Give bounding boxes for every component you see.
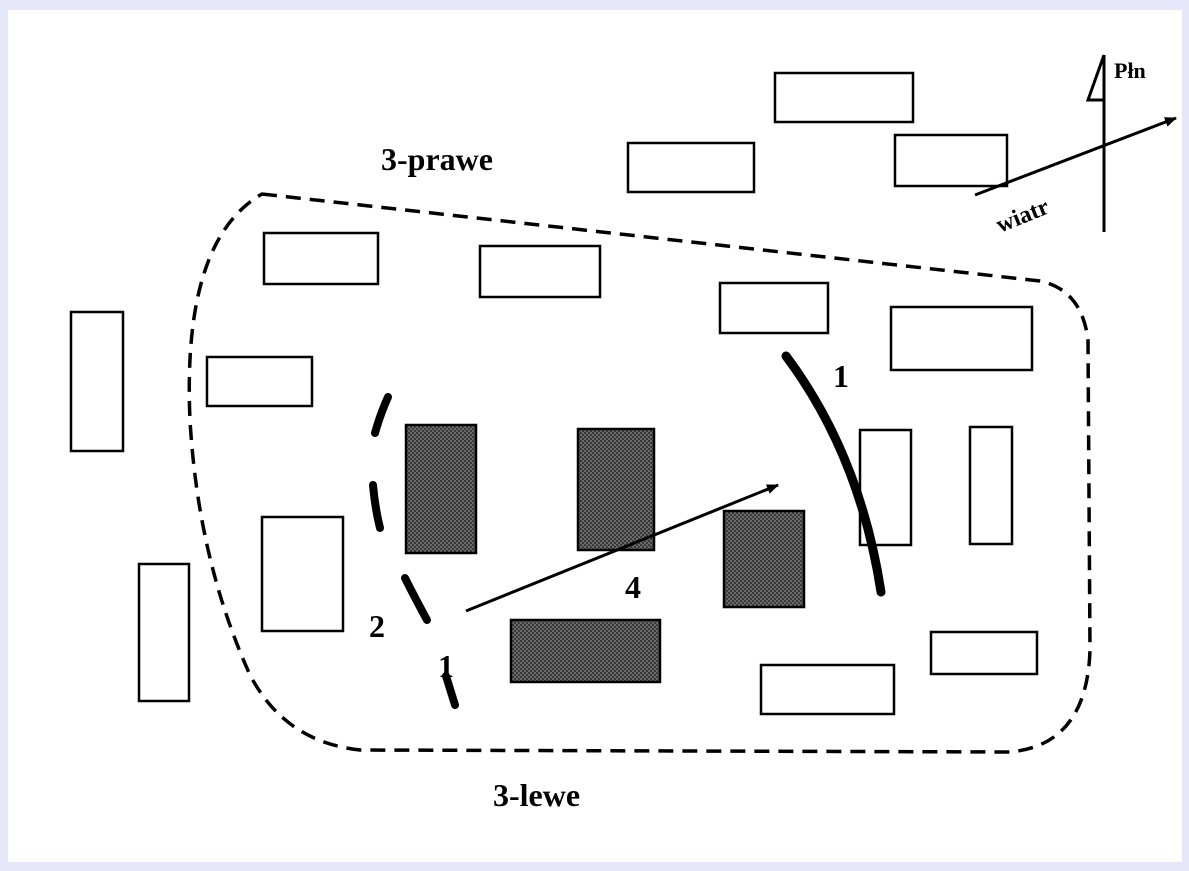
building (968, 425, 1014, 546)
label-back: 2 (369, 608, 385, 644)
building (262, 231, 380, 286)
burning-building (404, 423, 478, 555)
label-north: Płn (1114, 58, 1146, 83)
label-spread: 4 (625, 569, 641, 605)
buildings-burning (404, 423, 806, 684)
building (205, 355, 314, 408)
building (69, 310, 125, 453)
building (889, 305, 1034, 372)
fire-perimeter-dashed (187, 192, 1092, 754)
building (718, 281, 830, 335)
building (759, 663, 896, 716)
fire-head-arc (781, 351, 886, 597)
spread-arrow (465, 483, 779, 613)
building (478, 244, 602, 299)
wind-arrow (974, 116, 1177, 197)
burning-building (722, 509, 806, 609)
building (773, 71, 915, 124)
building (137, 562, 191, 703)
buildings-unburned (69, 71, 1039, 716)
building (626, 141, 756, 194)
label-head: 1 (833, 358, 849, 394)
compass (1085, 54, 1106, 232)
label-right-flank: 3-prawe (381, 141, 493, 177)
label-tail: 1 (438, 648, 454, 684)
building (260, 515, 345, 633)
fire-back-arc (369, 393, 459, 709)
building (893, 133, 1009, 188)
burning-building (576, 427, 656, 552)
building (929, 630, 1039, 676)
label-left-flank: 3-lewe (493, 777, 580, 813)
burning-building (509, 618, 662, 684)
